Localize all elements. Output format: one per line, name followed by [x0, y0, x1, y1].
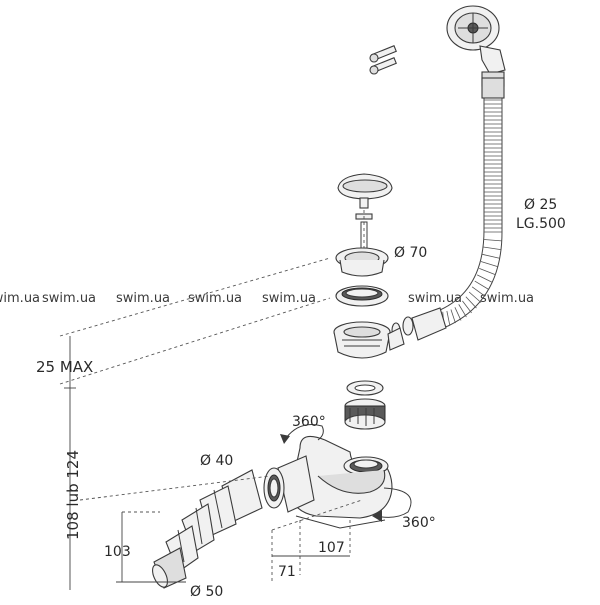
dim-103-label: 103: [104, 544, 131, 560]
plug-diameter-label: Ø 70: [394, 245, 427, 261]
hose-length-label: LG.500: [516, 216, 566, 232]
drain-body: [333, 321, 405, 359]
rotation-arrow-top: [285, 424, 324, 441]
outlet-elbow: [152, 469, 263, 589]
watermark: swim.ua: [262, 291, 316, 306]
watermark: swim.ua: [116, 291, 170, 306]
rotation-arrow-bottom-head: [372, 510, 382, 522]
mounting-screws: [369, 45, 397, 75]
rotation-arrow-bottom: [375, 487, 412, 518]
drain-plug: [337, 173, 393, 250]
rotation-bottom-label: 360°: [402, 515, 436, 531]
watermark: swim.ua: [0, 291, 40, 306]
strainer-ring: [335, 247, 389, 277]
lock-nut: [344, 398, 386, 430]
watermark: swim.ua: [188, 291, 242, 306]
hose-diameter-label: Ø 25: [524, 197, 557, 213]
overflow-rosette: [446, 5, 506, 87]
height-range-label: 108 lub 124: [64, 450, 82, 540]
siphon-trap: [263, 435, 393, 529]
dimension-lines: [59, 257, 363, 590]
outlet-diameter-40-label: Ø 40: [200, 453, 233, 469]
watermark: swim.ua: [42, 291, 96, 306]
rotation-top-label: 360°: [292, 414, 326, 430]
dim-71-label: 71: [278, 564, 296, 580]
outlet-diameter-50-label: Ø 50: [190, 584, 223, 600]
rotation-arrow-top-head: [280, 434, 290, 444]
overflow-hose: [391, 77, 505, 341]
watermark: swim.ua: [408, 291, 462, 306]
watermark: swim.ua: [480, 291, 534, 306]
upper-gasket: [335, 285, 389, 307]
max-thickness-label: 25 MAX: [36, 358, 93, 376]
washer: [346, 380, 384, 396]
dim-107-label: 107: [318, 540, 345, 556]
